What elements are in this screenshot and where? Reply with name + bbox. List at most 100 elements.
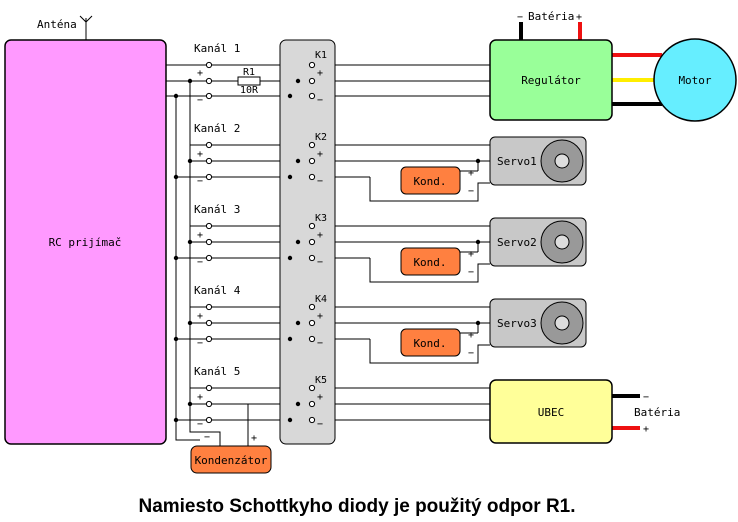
motor: [653, 38, 737, 122]
connector-label: K4: [315, 294, 327, 305]
sign-plus: +: [197, 392, 203, 403]
junction-dot: [295, 320, 301, 326]
sign-plus: +: [197, 68, 203, 79]
ubec: [489, 379, 613, 444]
sign-plus: +: [317, 68, 323, 79]
connector-pin: [308, 61, 316, 69]
connector-pin: [308, 254, 316, 262]
connector-pin: [308, 384, 316, 392]
connector-pin: [205, 61, 213, 69]
connector-pin: [308, 92, 316, 100]
channel-label: Kanál 5: [194, 365, 240, 378]
connector-pin: [205, 384, 213, 392]
power-wires: [519, 22, 662, 430]
antenna-symbol: [79, 15, 93, 40]
connector-pin: [308, 416, 316, 424]
sign-minus: −: [517, 12, 523, 23]
servo-hub: [554, 234, 570, 250]
caption: Namiesto Schottkyho diody je použitý odp…: [138, 496, 575, 517]
resistor-name: R1: [243, 67, 255, 78]
sign-plus: +: [317, 311, 323, 322]
junction-dot: [287, 417, 293, 423]
sign-minus: −: [468, 186, 474, 197]
sign-plus: +: [317, 230, 323, 241]
sign-plus: +: [576, 12, 582, 23]
sign-minus: −: [317, 338, 323, 349]
channel-labels: Kanál 1 Kanál 2 Kanál 3 Kanál 4 Kanál 5 …: [194, 42, 327, 386]
connector-pin: [205, 92, 213, 100]
connector-pin: [205, 77, 213, 85]
rc-receiver: [4, 39, 167, 445]
motor-label: Motor: [678, 74, 711, 87]
junction-dot: [173, 255, 179, 261]
connector-pin: [205, 222, 213, 230]
junction-dot: [295, 239, 301, 245]
servo-capacitor: [400, 328, 461, 357]
sign-minus: −: [197, 338, 203, 349]
top-battery-label: Batéria: [528, 10, 574, 23]
connector-pin: [205, 157, 213, 165]
connector-pin: [205, 400, 213, 408]
connector-pin: [308, 173, 316, 181]
resistor-value: 10R: [240, 85, 259, 96]
polarity-signs: + − + − + − + − + − + − + − + − + − + − …: [197, 12, 649, 444]
junction-dot: [187, 239, 193, 245]
capacitor-label: Kond.: [413, 337, 446, 350]
junction-dot: [287, 255, 293, 261]
junction-dot: [173, 174, 179, 180]
channel-label: Kanál 3: [194, 203, 240, 216]
sign-minus: −: [197, 419, 203, 430]
connector-pin: [205, 319, 213, 327]
junction-dot: [295, 158, 301, 164]
servo-hub: [554, 315, 570, 331]
sign-minus: −: [197, 95, 203, 106]
servo-capacitors: Kond. Kond. Kond.: [400, 166, 461, 357]
channel-label: Kanál 1: [194, 42, 240, 55]
connector-pin: [308, 141, 316, 149]
bottom-capacitor-label: Kondenzátor: [195, 454, 268, 467]
channel-label: Kanál 4: [194, 284, 241, 297]
junction-dot: [173, 336, 179, 342]
junction-dot: [187, 320, 193, 326]
sign-minus: −: [317, 257, 323, 268]
connector-pin: [308, 238, 316, 246]
bottom-capacitor: [190, 445, 272, 474]
connector-pin: [205, 173, 213, 181]
junction-dot: [475, 320, 481, 326]
regulator-label: Regulátor: [521, 74, 581, 87]
receiver-label: RC prijímač: [49, 236, 122, 249]
servo-label: Servo3: [497, 317, 537, 330]
connector-pin: [205, 254, 213, 262]
servo-label: Servo2: [497, 236, 537, 249]
connector-pin: [308, 335, 316, 343]
capacitor-label: Kond.: [413, 175, 446, 188]
sign-minus: −: [204, 432, 210, 443]
capacitor-label: Kond.: [413, 256, 446, 269]
sign-plus: +: [197, 149, 203, 160]
sign-plus: +: [643, 424, 649, 435]
sign-minus: −: [197, 257, 203, 268]
sign-plus: +: [468, 249, 474, 260]
connector-pin: [308, 400, 316, 408]
sign-plus: +: [197, 311, 203, 322]
sign-plus: +: [468, 330, 474, 341]
junction-dot: [475, 158, 481, 164]
connector-pin: [308, 157, 316, 165]
sign-plus: +: [317, 392, 323, 403]
junction-dot: [173, 417, 179, 423]
connector-pin: [308, 319, 316, 327]
regulator: [489, 39, 613, 121]
sign-plus: +: [197, 230, 203, 241]
sign-minus: −: [468, 348, 474, 359]
connector-pin: [205, 238, 213, 246]
connector-pin: [205, 335, 213, 343]
connector-pin: [205, 416, 213, 424]
sign-minus: −: [468, 267, 474, 278]
junction-dot: [287, 336, 293, 342]
junction-dot: [295, 401, 301, 407]
connector-strip: [279, 39, 336, 445]
channel-label: Kanál 2: [194, 122, 240, 135]
sign-minus: −: [317, 176, 323, 187]
